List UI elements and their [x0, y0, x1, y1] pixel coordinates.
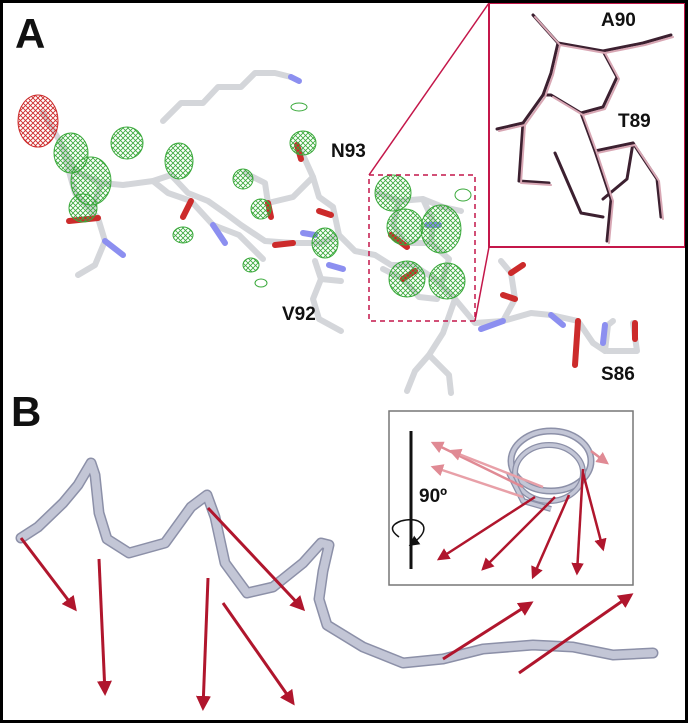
- residue-label-n93: N93: [331, 141, 366, 162]
- helix-tube: [15, 457, 659, 669]
- electron-density-mesh: [17, 94, 472, 300]
- figure-frame: A B N93 V92 S86 A90 T89 90º: [3, 3, 685, 720]
- zoom-inset-structure: [495, 13, 674, 244]
- panel-label-b: B: [11, 388, 42, 435]
- rotation-angle-label: 90º: [419, 486, 448, 507]
- rotated-view-inset: [388, 410, 634, 586]
- residue-label-t89: T89: [618, 111, 651, 132]
- residue-label-s86: S86: [601, 364, 635, 385]
- rotation-arrow-icon: [391, 518, 425, 547]
- residue-label-a90: A90: [601, 10, 636, 31]
- zoom-connector-bottom: [474, 246, 490, 322]
- residue-label-v92: V92: [282, 304, 316, 325]
- vector-arrows: [19, 506, 634, 711]
- panel-label-a: A: [15, 10, 46, 57]
- zoom-connector-top: [368, 3, 490, 176]
- rotated-vector-arrows: [430, 441, 609, 580]
- figure-canvas: [15, 3, 685, 711]
